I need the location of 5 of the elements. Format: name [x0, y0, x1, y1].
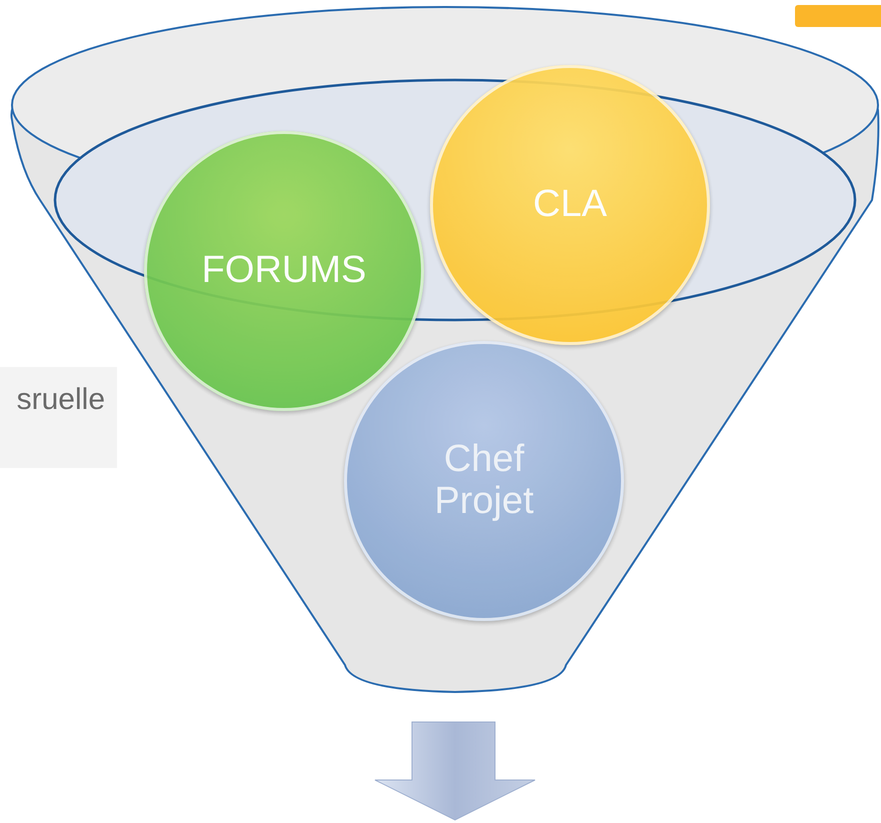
node-label: FORUMS [202, 250, 366, 292]
tab-marker [795, 5, 881, 27]
node-label: Chef Projet [433, 439, 535, 523]
node-label: CLA [533, 184, 607, 226]
note-text: sruelle [16, 383, 105, 417]
